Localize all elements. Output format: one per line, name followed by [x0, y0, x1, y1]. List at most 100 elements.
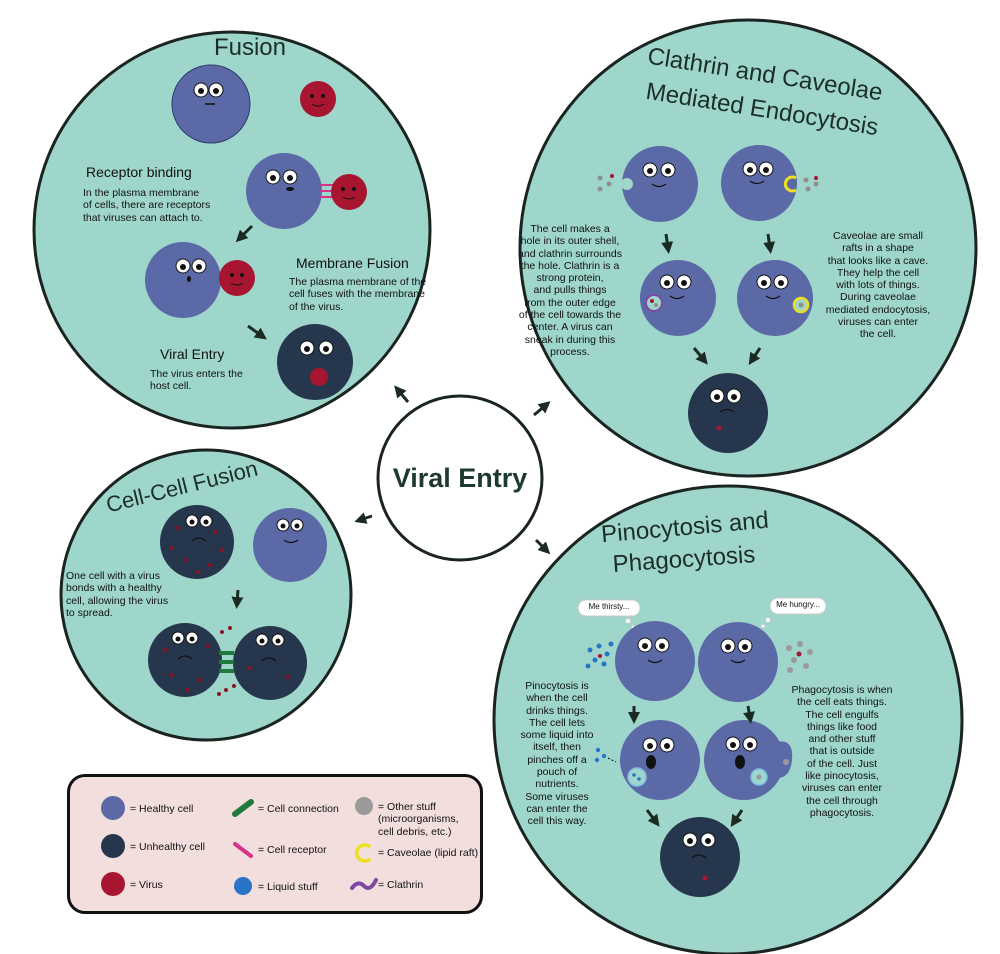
clathrin-unhealthy-cell: [688, 373, 768, 453]
fusion-virus: [300, 81, 336, 117]
legend-swatch-clathrin: [350, 878, 378, 890]
pino-phago-arrows: [628, 705, 755, 827]
text-line: process.: [550, 345, 590, 358]
text-line: nutrients.: [535, 778, 579, 791]
text-line: In the plasma membrane: [83, 187, 200, 199]
infected-cell: [160, 505, 234, 579]
legend-swatch-liquid: [234, 877, 252, 895]
clathrin-caveolae-panel: [518, 18, 978, 478]
text-line: The plasma membrane of the: [289, 276, 427, 288]
text-line: The virus enters the: [150, 368, 243, 380]
text-line: the cell.: [859, 328, 897, 341]
text-line: One cell with a virus: [66, 570, 160, 582]
caveolae-cell-2: [737, 260, 813, 336]
legend-label-connection: = Cell connection: [258, 803, 339, 815]
text-line: when the cell: [526, 692, 588, 705]
text-line: of the cell. Just: [806, 757, 878, 770]
text-line: that looks like a cave.: [827, 254, 929, 267]
text-line: to spread.: [66, 606, 113, 619]
text-line: viruses can enter: [838, 315, 918, 328]
receptor-binding-illustration: [246, 153, 367, 229]
text-line: center. A virus can: [527, 321, 613, 334]
text-line: hole in its outer shell,: [520, 235, 620, 248]
legend-swatch-receptor: [233, 842, 253, 858]
legend-swatch-other: [355, 797, 373, 815]
text-line: that viruses can attach to.: [83, 211, 203, 224]
text-line: like pinocytosis,: [805, 769, 879, 782]
legend-swatch-virus: [101, 872, 125, 896]
text-line: rafts in a shape: [842, 242, 914, 255]
pinocytosis-cell-1: [585, 621, 695, 701]
text-line: from the outer edge: [524, 296, 616, 309]
text-line: bonds with a healthy: [66, 582, 162, 595]
text-line: pouch of: [536, 765, 578, 778]
center-circle: [376, 394, 544, 562]
text-line: cell this way.: [527, 815, 587, 828]
healthy-neighbor-cell: [253, 508, 327, 582]
legend-swatch-unhealthy: [101, 834, 125, 858]
thought-bubble-left-text: Me thirsty...: [588, 602, 630, 611]
text-line: and pulls things: [533, 284, 607, 297]
text-line: viruses can enter: [802, 782, 882, 795]
text-line: that is outside: [809, 745, 875, 758]
text-line: phagocytosis.: [809, 806, 875, 819]
text-line: and other stuff: [808, 733, 876, 746]
text-line: some liquid into: [520, 729, 594, 742]
text-line: During caveolae: [840, 291, 916, 304]
viral-entry-illustration: [277, 324, 353, 400]
clathrin-cell-1: [597, 146, 698, 222]
text-line: The cell makes a: [530, 223, 610, 235]
text-line: sneak in during this: [524, 333, 616, 346]
text-line: Some viruses: [525, 790, 589, 803]
legend-label-unhealthy: = Unhealthy cell: [130, 841, 205, 853]
membrane-fusion-illustration: [145, 242, 255, 318]
text-line: can enter the: [526, 802, 588, 815]
legend-box: [67, 774, 483, 914]
text-line: (microorganisms,: [378, 813, 459, 826]
legend-label-liquid: = Liquid stuff: [258, 881, 318, 893]
text-line: pinches off a: [527, 753, 587, 766]
text-line: cell fuses with the membrane: [289, 288, 425, 301]
text-line: Pinocytosis is: [525, 680, 589, 692]
fused-cells: [148, 623, 307, 700]
fusion-arrows: [235, 224, 267, 340]
text-line: = Healthy cell: [130, 803, 194, 815]
text-line: and clathrin surrounds: [518, 247, 622, 260]
text-line: with lots of things.: [836, 279, 920, 292]
cell-cell-arrow: [231, 589, 244, 609]
text-line: = Cell connection: [258, 803, 339, 815]
clathrin-cell-2: [640, 260, 716, 336]
text-line: = Virus: [130, 879, 163, 891]
text-line: the cell eats things.: [797, 696, 887, 709]
text-line: cell, allowing the virus: [66, 594, 169, 607]
text-line: = Clathrin: [378, 879, 424, 891]
legend-label-caveolae: = Caveolae (lipid raft): [378, 847, 478, 859]
text-line: the hole. Clathrin is a: [520, 259, 620, 272]
text-line: mediated endocytosis,: [825, 303, 931, 316]
text-line: itself, then: [533, 741, 581, 754]
pinocytosis-cell-2: [594, 720, 700, 800]
text-line: They help the cell: [836, 266, 920, 279]
text-line: of cells, there are receptors: [83, 199, 211, 212]
legend-swatch-connection: [232, 799, 254, 817]
legend-label-virus: = Virus: [130, 879, 163, 891]
legend-swatches: [101, 796, 378, 896]
thought-bubble-right-text: Me hungry...: [776, 600, 820, 609]
text-line: = Caveolae (lipid raft): [378, 847, 479, 859]
clathrin-arrows: [661, 233, 776, 365]
text-line: strong protein,: [536, 272, 604, 285]
text-line: drinks things.: [526, 704, 588, 717]
legend-label-receptor: = Cell receptor: [258, 844, 327, 856]
text-line: cell debris, etc.): [378, 825, 452, 838]
text-line: host cell.: [150, 380, 192, 393]
legend-swatch-caveolae: [354, 843, 372, 863]
receptor-binding-heading: Receptor binding: [86, 164, 192, 180]
pino-phago-unhealthy-cell: [660, 817, 740, 897]
